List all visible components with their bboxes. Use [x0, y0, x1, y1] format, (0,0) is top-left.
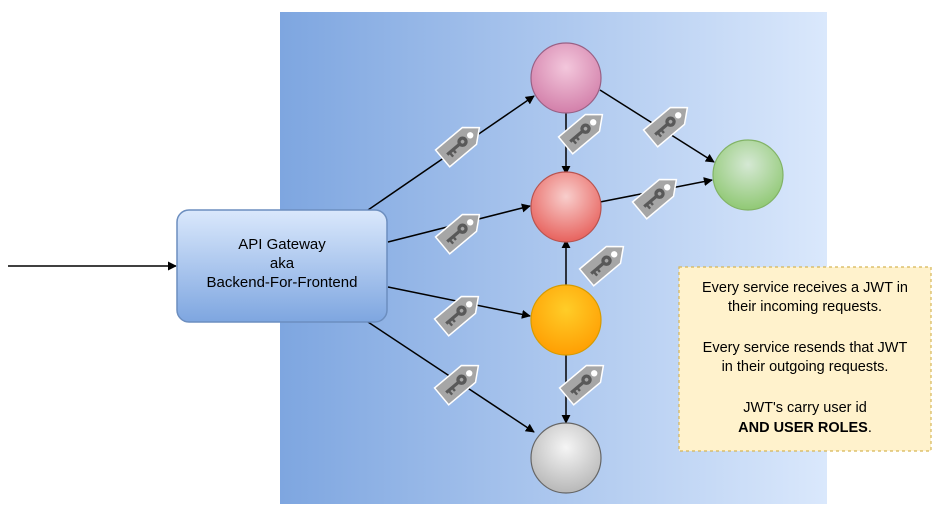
service-node-green	[712, 139, 784, 211]
service-node-red	[530, 171, 602, 243]
note-para3-line2: AND USER ROLES.	[738, 420, 872, 436]
note-para1-line1: Every service receives a JWT in	[702, 280, 908, 296]
note-para3-line1: JWT's carry user id	[743, 400, 867, 416]
note-para2-line2: in their outgoing requests.	[722, 359, 889, 375]
service-node-gray	[530, 422, 602, 494]
service-node-orange	[530, 284, 602, 356]
note-para2-line1: Every service resends that JWT	[703, 340, 908, 356]
note-box: Every service receives a JWT in their in…	[678, 266, 932, 452]
api-gateway-node: API Gateway aka Backend-For-Frontend	[176, 209, 388, 323]
gateway-label-line1: API Gateway	[238, 236, 326, 253]
gateway-label-line3: Backend-For-Frontend	[207, 274, 358, 291]
note-period: .	[868, 420, 872, 436]
note-para1-line2: their incoming requests.	[728, 299, 882, 315]
note-bold-roles: AND USER ROLES	[738, 420, 868, 436]
service-node-pink	[530, 42, 602, 114]
gateway-label-line2: aka	[270, 255, 295, 272]
